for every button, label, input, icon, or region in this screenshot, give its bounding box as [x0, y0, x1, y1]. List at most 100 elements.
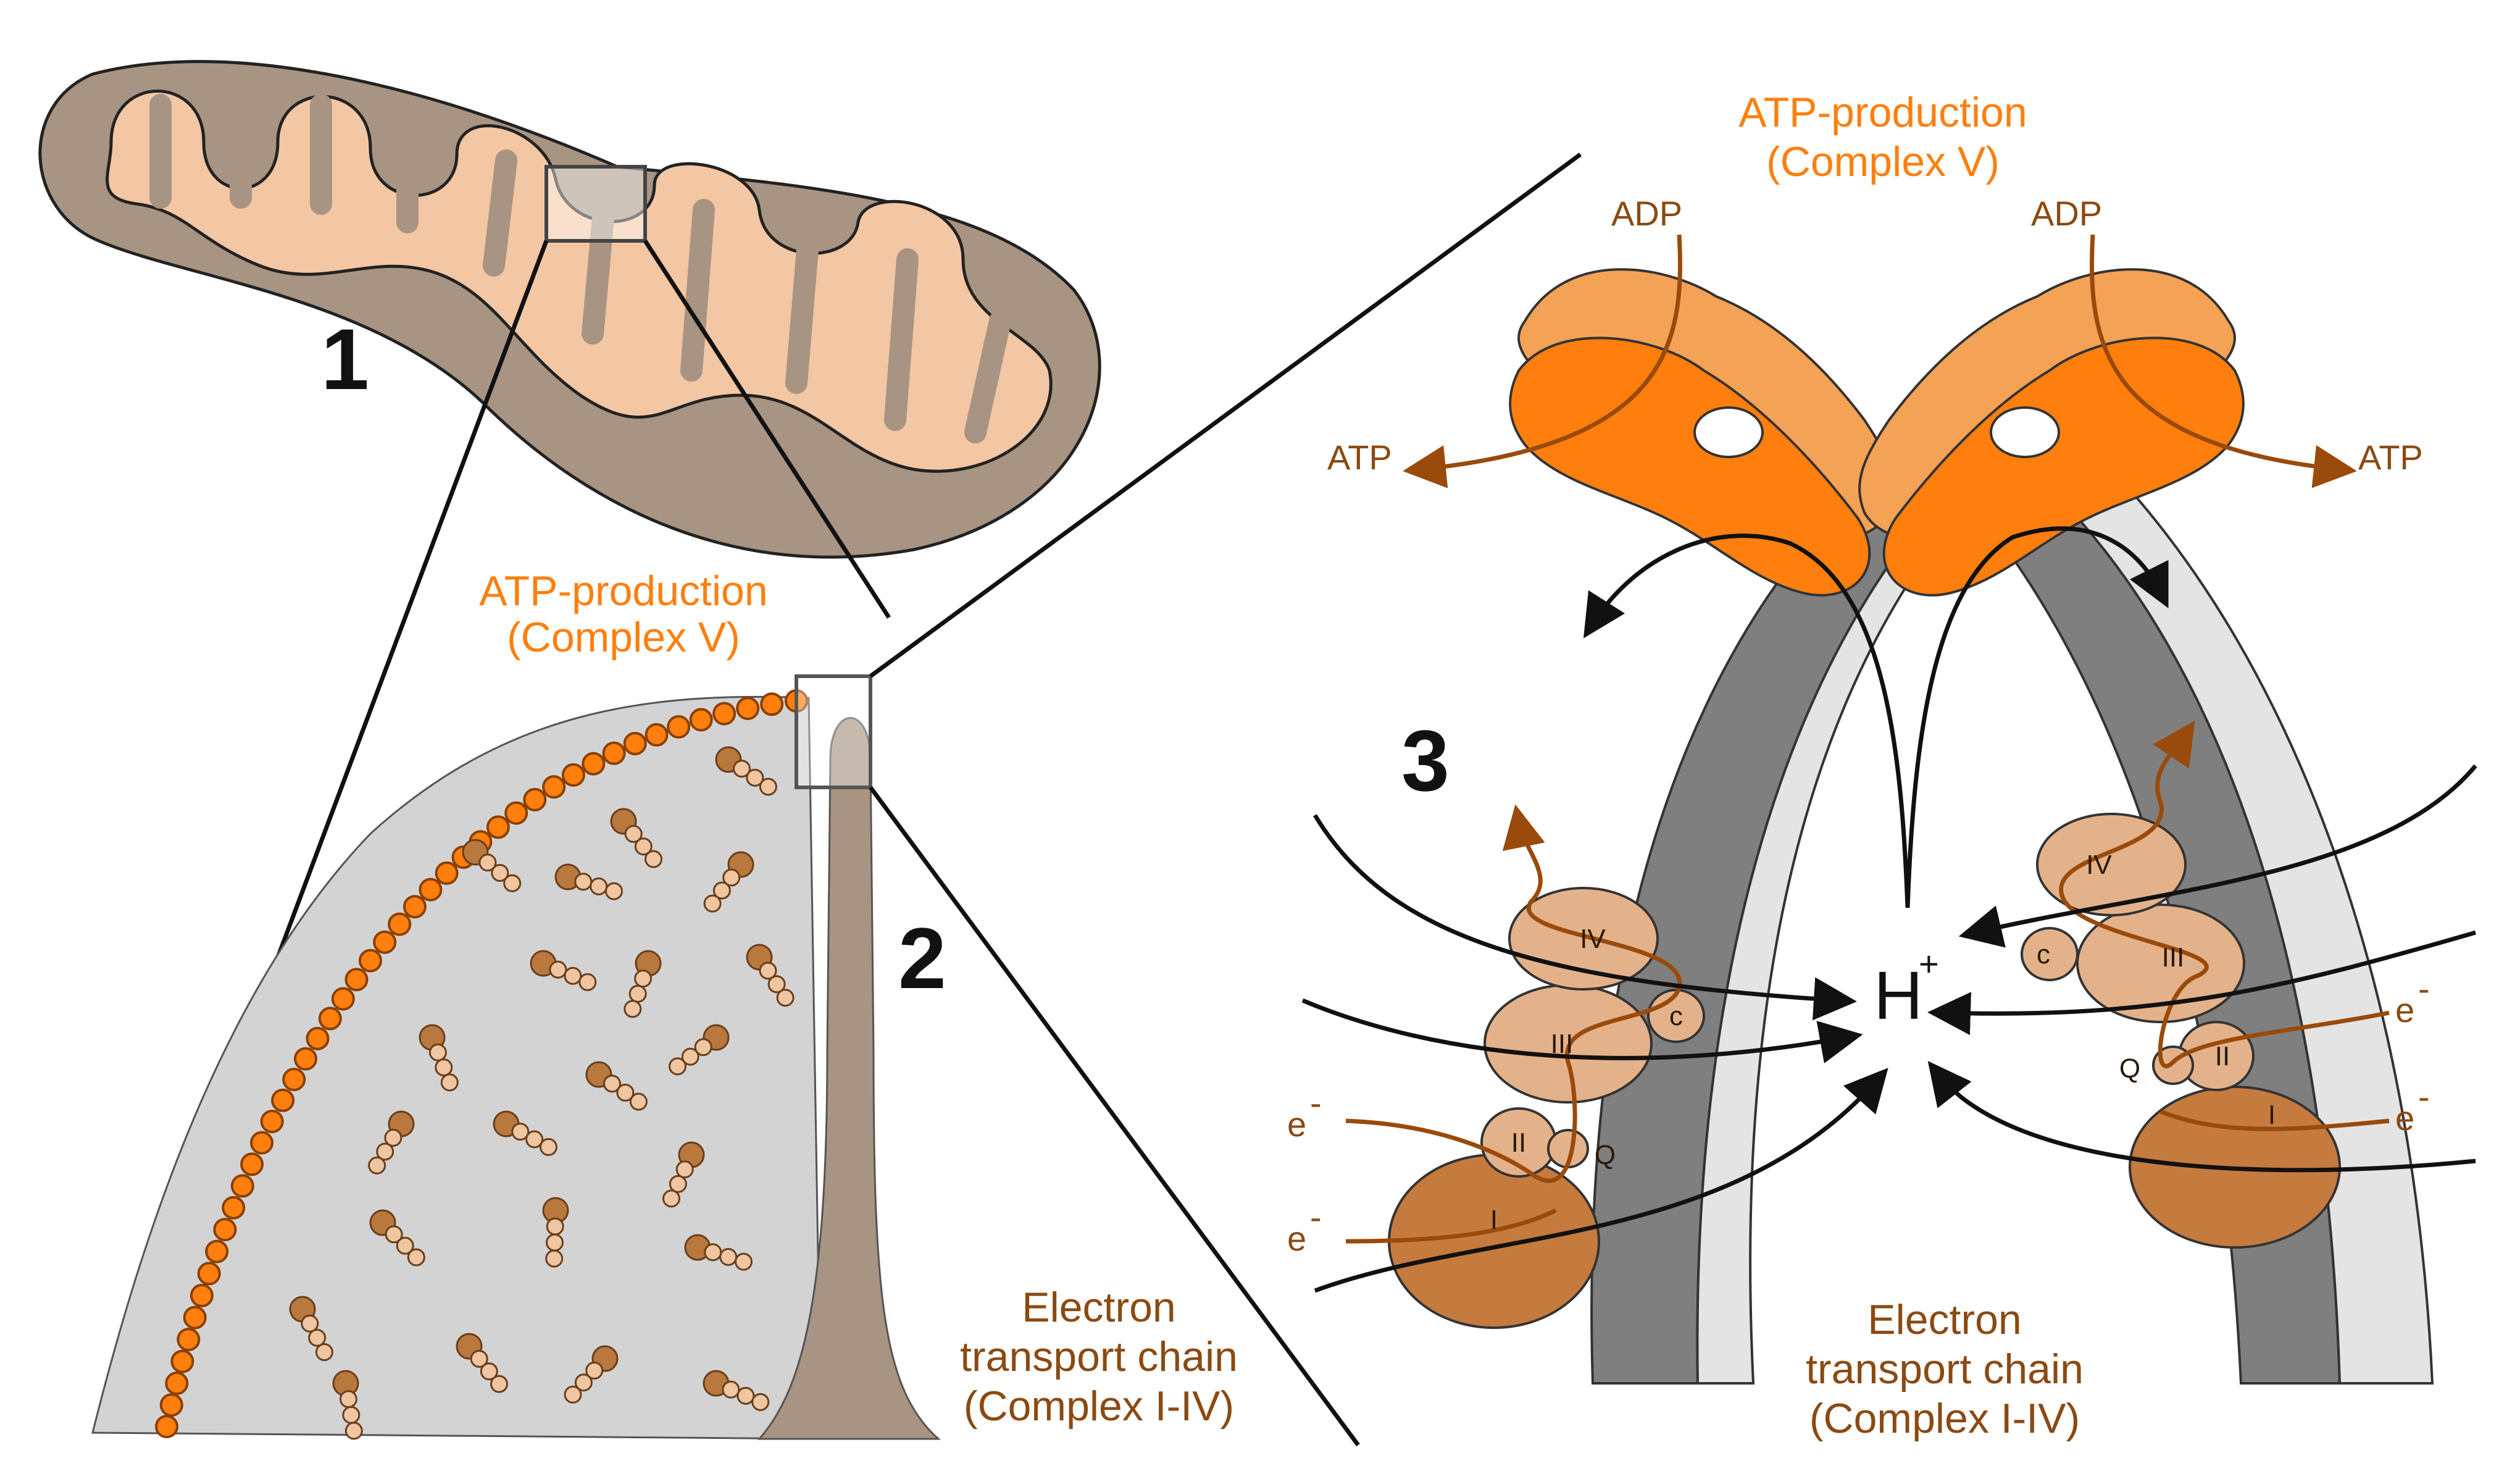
cytochrome-c-right-label: c	[2037, 939, 2050, 970]
quinone-right-label: Q	[2119, 1054, 2140, 1084]
cytochrome-c-left-label: c	[1669, 1001, 1683, 1031]
atp-synthase-dot	[159, 1393, 183, 1417]
atp-synthase-dot	[419, 878, 443, 902]
etc-complex-dot	[407, 1248, 425, 1267]
etc-complex-dot	[384, 1128, 403, 1147]
proton-arrow-2	[1301, 998, 1863, 1063]
atp-synthase-dot	[318, 1007, 342, 1031]
complex-I-left-label: I	[1490, 1205, 1498, 1235]
etc-complex-dot	[746, 768, 764, 787]
etc-complex-dot	[719, 1247, 738, 1266]
electron-label-right-2: e	[2395, 1099, 2414, 1138]
p2-atp-title-line2: (Complex V)	[507, 614, 740, 661]
p3-etc-line3: (Complex I-IV)	[1809, 1395, 2080, 1442]
atp-label-right: ATP	[2358, 438, 2423, 477]
atp-synthase-dot	[282, 1068, 306, 1091]
etc-complex-dot	[435, 1058, 453, 1076]
etc-complex-dot	[645, 850, 662, 868]
etc-complex-dot	[428, 1043, 447, 1062]
atp-synthase-dot	[736, 697, 760, 721]
electron-label-right-1: e	[2395, 991, 2414, 1029]
cristae-folds	[149, 94, 1011, 443]
electron-label-left-1: e	[1287, 1105, 1306, 1144]
etc-complex-dot	[703, 894, 722, 913]
etc-complex-dot	[478, 853, 497, 872]
proton-charge: +	[1919, 944, 1939, 983]
etc-complex-dot	[525, 1130, 544, 1149]
atp-synthase-dot	[165, 1372, 189, 1395]
mitochondrion-cristae	[106, 90, 1053, 473]
proton-arrow-3	[1314, 1068, 1888, 1293]
zoom-box-1	[544, 165, 647, 243]
electron-path-left-2	[1345, 1208, 1557, 1244]
atp-synthase-dot	[582, 752, 606, 776]
etc-complex-dot	[503, 874, 522, 892]
atp-synthase-dot	[486, 815, 510, 839]
panel-2-crista: 2 ATP-production (Complex V) Electron tr…	[91, 568, 1238, 1440]
electron-charge-left-1: -	[1310, 1083, 1322, 1122]
etc-complex-dot	[624, 1000, 642, 1018]
etc-complex-dot	[628, 984, 647, 1003]
atp-synthase-dots	[155, 689, 808, 1438]
proton-arrow-4	[1958, 764, 2477, 948]
atp-synthase-dot	[602, 741, 626, 765]
etc-complex-dot	[585, 1361, 604, 1380]
atp-synthase-right-hole	[1990, 406, 2060, 458]
etc-complex-dot	[574, 873, 593, 891]
panel-1-number: 1	[321, 311, 369, 408]
complex-II-left-label: II	[1511, 1128, 1526, 1158]
atp-synthase-dot	[230, 1174, 254, 1198]
electron-label-left-2: e	[1287, 1219, 1306, 1258]
atp-synthase-dot	[561, 763, 585, 787]
proton-arrow-5	[1927, 930, 2476, 1036]
etc-complex-dot	[546, 1233, 564, 1252]
etc-complex-dot	[470, 1349, 488, 1368]
complex-I-right-label: I	[2268, 1100, 2276, 1130]
etc-complex-dot	[634, 970, 653, 988]
etc-complex-dot	[681, 1047, 699, 1066]
etc-complex-dot	[491, 864, 509, 882]
panel-3-number: 3	[1401, 712, 1450, 809]
electron-path-left-1	[1345, 804, 1682, 1183]
etc-complex-dot	[722, 868, 741, 887]
adp-atp-arrow-right	[2090, 234, 2357, 488]
complex-III-right	[2076, 903, 2245, 1023]
etc-complex-dot	[480, 1362, 498, 1381]
atp-synthase-dot	[435, 861, 459, 885]
etc-complex-dot	[342, 1406, 361, 1424]
atp-synthase-dot	[250, 1131, 273, 1155]
etc-complex-dot	[704, 1243, 722, 1262]
atp-synthase-dot	[205, 1239, 229, 1264]
etc-complex-dot	[712, 881, 731, 900]
proton-label: H	[1874, 958, 1922, 1034]
p2-etc-line3: (Complex I-IV)	[964, 1383, 1234, 1430]
etc-complex-dot	[629, 1092, 648, 1111]
etc-complex-dot	[396, 1236, 414, 1255]
p2-etc-line2: transport chain	[960, 1333, 1238, 1380]
p3-etc-line1: Electron	[1867, 1296, 2021, 1343]
etc-complex-dot	[662, 1189, 680, 1208]
atp-synthase-dot	[359, 949, 382, 973]
etc-complex-dot	[669, 1175, 687, 1193]
etc-complex-dot	[759, 962, 777, 980]
atp-synthase-dot	[177, 1328, 201, 1352]
p3-etc-line2: transport chain	[1806, 1346, 2084, 1393]
crista-fold	[757, 717, 941, 1440]
atp-synthase-left-hole	[1693, 406, 1764, 458]
atp-synthase-dot	[155, 1415, 178, 1438]
etc-complex-dot	[315, 1343, 333, 1361]
etc-complex-dots	[289, 746, 795, 1440]
p3-atp-title-line2: (Complex V)	[1766, 138, 2000, 185]
etc-complex-dot	[759, 777, 777, 796]
etc-complex-dot	[339, 1390, 357, 1409]
complex-IV-right-label: IV	[2086, 850, 2112, 880]
atp-synthase-dot	[260, 1110, 284, 1133]
etc-complex-dot	[574, 1373, 593, 1392]
p3-atp-title-line1: ATP-production	[1738, 89, 2027, 136]
panel-3-detail: 3 ATP-production (Complex V) ADP ADP ATP…	[1287, 89, 2477, 1442]
zoom-box-2	[795, 674, 872, 789]
atp-synthase-dot	[373, 930, 397, 954]
panel-1-mitochondrion: 1	[38, 60, 1101, 559]
atp-synthase-dot	[388, 912, 412, 936]
